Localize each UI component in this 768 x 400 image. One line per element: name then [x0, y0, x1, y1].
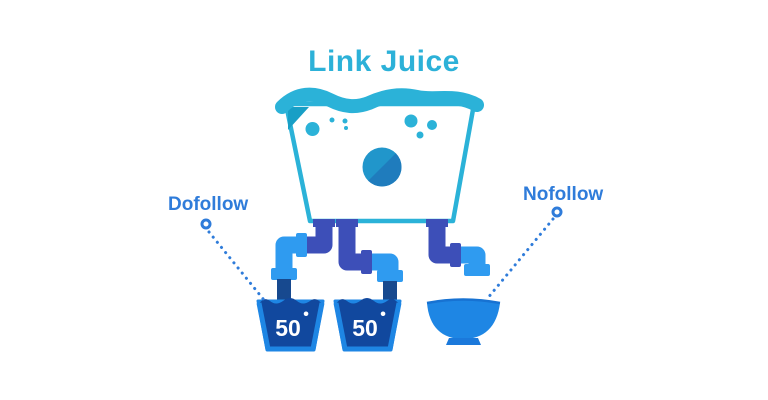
- dofollow-pipe-left-icon: [271, 219, 335, 307]
- pipe-flange: [377, 270, 403, 282]
- bucket-rim: [333, 302, 402, 352]
- nofollow-bowl-icon: [426, 298, 501, 345]
- liquid-wave-icon: [275, 87, 484, 114]
- pipe-collar: [296, 233, 307, 257]
- bucket-rim: [256, 302, 325, 352]
- dotted-pointer-line-icon: [207, 230, 266, 302]
- nofollow-pipe-icon: [426, 219, 490, 276]
- bowl-body: [427, 299, 500, 339]
- nofollow-label: Nofollow: [523, 184, 604, 205]
- dofollow-bucket-icon: 50 •: [256, 298, 325, 352]
- dofollow-label: Dofollow: [168, 194, 249, 215]
- callout-marker-icon: [551, 206, 563, 218]
- dotted-pointer-line-icon: [485, 217, 555, 301]
- pipe-collar: [450, 243, 461, 267]
- bowl-rim-line: [426, 298, 501, 305]
- bucket-liquid: [336, 298, 399, 349]
- juice-drop-circle-icon: [362, 147, 402, 187]
- nofollow-callout-pointer: [485, 206, 563, 301]
- bucket-liquid: [259, 298, 322, 349]
- dofollow-pipe-right-icon: [336, 219, 403, 307]
- pipe-flange: [271, 268, 297, 280]
- tank-fold-shadow: [288, 107, 309, 130]
- bubble-icon: [305, 114, 437, 139]
- pipe-collar: [361, 250, 372, 274]
- page-title: Link Juice: [308, 45, 460, 78]
- bucket-value: 50: [352, 315, 378, 341]
- bucket-value: 50: [275, 315, 301, 341]
- dofollow-callout-pointer: [200, 218, 266, 302]
- link-juice-tank-icon: [275, 87, 484, 224]
- bowl-foot: [446, 338, 481, 345]
- dofollow-bucket-icon: 50 •: [333, 298, 402, 352]
- degree-dot: •: [303, 306, 309, 323]
- pipe-flange: [464, 264, 490, 276]
- degree-dot: •: [380, 306, 386, 323]
- callout-marker-icon: [200, 218, 212, 230]
